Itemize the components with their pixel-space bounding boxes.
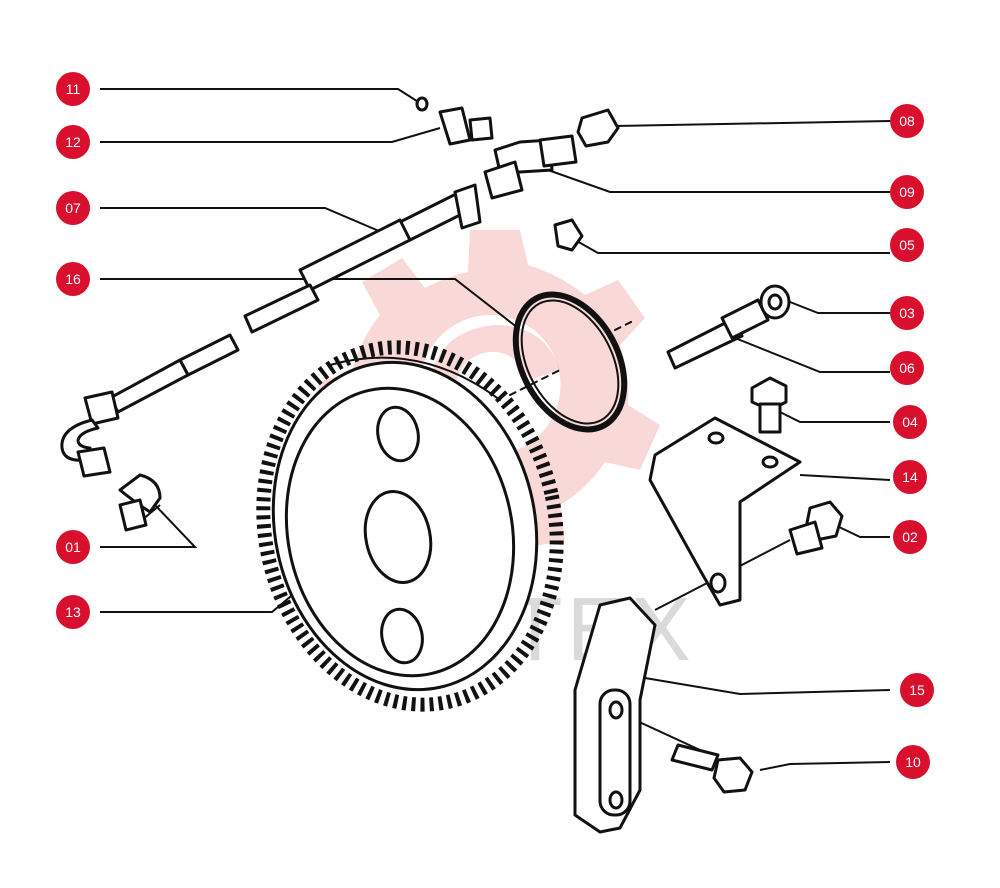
bolt-10-part bbox=[670, 743, 754, 794]
pipe-assembly-part bbox=[60, 183, 482, 532]
bolt-02-part bbox=[788, 500, 844, 556]
svg-text:14: 14 bbox=[902, 469, 918, 485]
callout-03: 03 bbox=[890, 296, 924, 330]
ring-gear-part bbox=[256, 340, 564, 712]
part-12-shape bbox=[438, 106, 472, 146]
o-ring-part bbox=[509, 291, 636, 433]
callout-05: 05 bbox=[890, 228, 924, 262]
callout-08: 08 bbox=[890, 104, 924, 138]
part-11-shape bbox=[415, 96, 429, 112]
spring-parts bbox=[666, 284, 791, 370]
callout-15: 15 bbox=[900, 673, 934, 707]
callout-16: 16 bbox=[56, 262, 90, 296]
part-08-shape bbox=[576, 108, 620, 148]
callout-11: 11 bbox=[56, 72, 90, 106]
svg-text:09: 09 bbox=[899, 184, 915, 200]
svg-text:15: 15 bbox=[909, 682, 925, 698]
callout-04: 04 bbox=[893, 405, 927, 439]
callout-badges: 11 12 07 16 01 13 08 09 05 03 06 04 14 0… bbox=[56, 72, 934, 779]
callout-02: 02 bbox=[893, 520, 927, 554]
callout-13: 13 bbox=[56, 595, 90, 629]
callout-12: 12 bbox=[56, 125, 90, 159]
svg-text:08: 08 bbox=[899, 113, 915, 129]
part-06-shape bbox=[666, 316, 744, 370]
svg-text:12: 12 bbox=[65, 134, 81, 150]
svg-text:01: 01 bbox=[65, 539, 81, 555]
svg-text:04: 04 bbox=[902, 414, 918, 430]
callout-07: 07 bbox=[56, 191, 90, 225]
callout-06: 06 bbox=[890, 351, 924, 385]
callout-14: 14 bbox=[893, 460, 927, 494]
svg-text:03: 03 bbox=[899, 305, 915, 321]
svg-text:02: 02 bbox=[902, 529, 918, 545]
svg-text:05: 05 bbox=[899, 237, 915, 253]
svg-text:16: 16 bbox=[65, 271, 81, 287]
bracket-14-part bbox=[648, 416, 802, 607]
svg-text:13: 13 bbox=[65, 604, 81, 620]
callout-01: 01 bbox=[56, 530, 90, 564]
arm-15-part bbox=[573, 596, 657, 834]
callout-09: 09 bbox=[890, 175, 924, 209]
svg-text:07: 07 bbox=[65, 200, 81, 216]
fitting-parts bbox=[415, 96, 620, 252]
svg-text:06: 06 bbox=[899, 360, 915, 376]
svg-text:11: 11 bbox=[66, 81, 81, 97]
svg-text:10: 10 bbox=[905, 754, 921, 770]
callout-10: 10 bbox=[896, 745, 930, 779]
bolt-04-part bbox=[750, 376, 788, 434]
part-05-shape bbox=[553, 218, 584, 252]
